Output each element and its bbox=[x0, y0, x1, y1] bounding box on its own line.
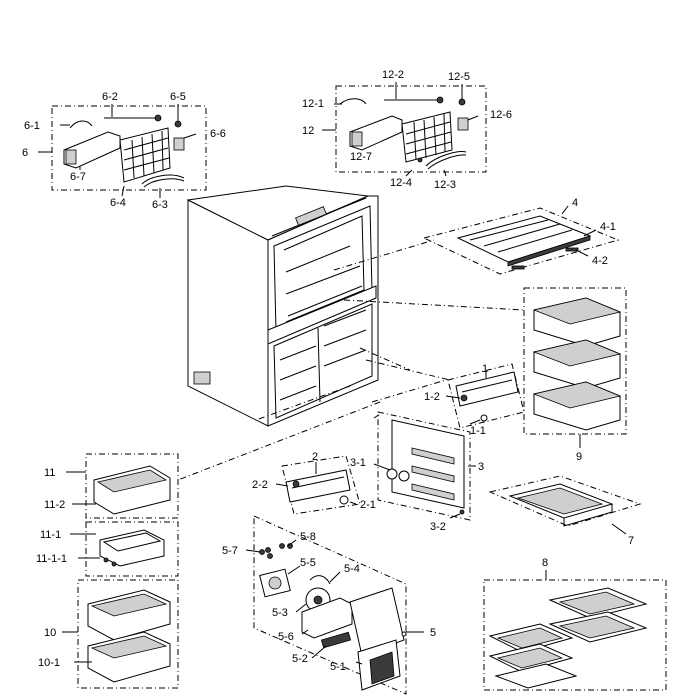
screw-12-5 bbox=[458, 98, 466, 106]
label-10: 10 bbox=[44, 627, 56, 639]
label-5: 5 bbox=[430, 627, 436, 639]
screw-6-5 bbox=[174, 120, 182, 128]
panel-3 bbox=[373, 411, 476, 521]
assembly-12 bbox=[322, 82, 487, 177]
shelves-8 bbox=[483, 570, 667, 691]
label-3-2: 3-2 bbox=[430, 521, 446, 533]
label-2-2: 2-2 bbox=[252, 479, 268, 491]
fan-assembly-5 bbox=[245, 515, 424, 695]
label-3-1: 3-1 bbox=[350, 457, 366, 469]
label-12-3: 12-3 bbox=[434, 179, 456, 191]
label-6-2: 6-2 bbox=[102, 91, 118, 103]
heater-5-2 bbox=[320, 631, 352, 649]
label-6: 6 bbox=[22, 147, 28, 159]
sensor-6-6 bbox=[173, 137, 185, 151]
crisper-bottom bbox=[87, 631, 171, 683]
label-1-2: 1-2 bbox=[424, 391, 440, 403]
label-1: 1 bbox=[482, 363, 488, 375]
label-2-1: 2-1 bbox=[360, 499, 376, 511]
label-6-1: 6-1 bbox=[24, 120, 40, 132]
cover-2 bbox=[275, 455, 361, 515]
label-3: 3 bbox=[478, 461, 484, 473]
label-6-7: 6-7 bbox=[70, 171, 86, 183]
door-bin-bottom bbox=[532, 381, 622, 431]
label-5-3: 5-3 bbox=[272, 607, 288, 619]
group-box-12 bbox=[335, 85, 487, 173]
refrigerator-cabinet bbox=[186, 185, 379, 427]
label-1-1: 1-1 bbox=[470, 425, 486, 437]
label-12: 12 bbox=[302, 125, 314, 137]
ice-maker-bracket bbox=[63, 131, 121, 169]
label-12-1: 12-1 bbox=[302, 98, 324, 110]
label-4-2: 4-2 bbox=[592, 255, 608, 267]
assembly-6 bbox=[38, 104, 207, 198]
label-4: 4 bbox=[572, 197, 578, 209]
ice-maker-unit bbox=[119, 127, 171, 183]
label-12-7: 12-7 bbox=[350, 151, 372, 163]
group-box-6 bbox=[51, 105, 207, 191]
label-5-1: 5-1 bbox=[330, 661, 346, 673]
label-5-4: 5-4 bbox=[344, 563, 360, 575]
ice-maker-unit-12 bbox=[401, 111, 453, 163]
label-8: 8 bbox=[542, 557, 548, 569]
crispers-10 bbox=[62, 579, 179, 689]
label-5-5: 5-5 bbox=[300, 557, 316, 569]
tray-7 bbox=[488, 475, 642, 535]
callout-labels: 6 6-1 6-2 6-5 6-6 6-7 6-4 6-3 12-2 12-5 … bbox=[22, 69, 634, 673]
label-12-2: 12-2 bbox=[382, 69, 404, 81]
cover-1 bbox=[445, 363, 525, 429]
drawer-11-2 bbox=[93, 465, 171, 515]
label-11-1-1: 11-1-1 bbox=[36, 553, 67, 565]
sensor-12-6 bbox=[457, 117, 469, 131]
label-12-6: 12-6 bbox=[490, 109, 512, 121]
label-7: 7 bbox=[628, 535, 634, 547]
label-4-1: 4-1 bbox=[600, 221, 616, 233]
crisper-top bbox=[87, 589, 171, 641]
label-11-1: 11-1 bbox=[40, 529, 61, 541]
label-6-4: 6-4 bbox=[110, 197, 126, 209]
label-9: 9 bbox=[576, 451, 582, 463]
shelf-4 bbox=[422, 205, 620, 275]
label-2: 2 bbox=[312, 451, 318, 463]
drawers-11 bbox=[66, 453, 179, 577]
label-10-1: 10-1 bbox=[38, 657, 60, 669]
label-6-6: 6-6 bbox=[210, 128, 226, 140]
door-bin-top bbox=[532, 297, 622, 347]
label-5-2: 5-2 bbox=[292, 653, 308, 665]
label-5-8: 5-8 bbox=[300, 531, 316, 543]
label-11-2: 11-2 bbox=[44, 499, 65, 511]
label-6-5: 6-5 bbox=[170, 91, 186, 103]
label-11: 11 bbox=[44, 467, 55, 479]
ice-maker-bracket-12 bbox=[349, 115, 403, 151]
drawer-11-1 bbox=[99, 529, 165, 567]
label-12-4: 12-4 bbox=[390, 177, 412, 189]
cabinet-vent bbox=[193, 371, 211, 385]
connector-lines bbox=[177, 239, 525, 481]
label-12-5: 12-5 bbox=[448, 71, 470, 83]
label-5-7: 5-7 bbox=[222, 545, 238, 557]
door-bin-mid bbox=[532, 339, 622, 389]
door-bins-9 bbox=[523, 287, 627, 448]
label-6-3: 6-3 bbox=[152, 199, 168, 211]
label-5-6: 5-6 bbox=[278, 631, 294, 643]
